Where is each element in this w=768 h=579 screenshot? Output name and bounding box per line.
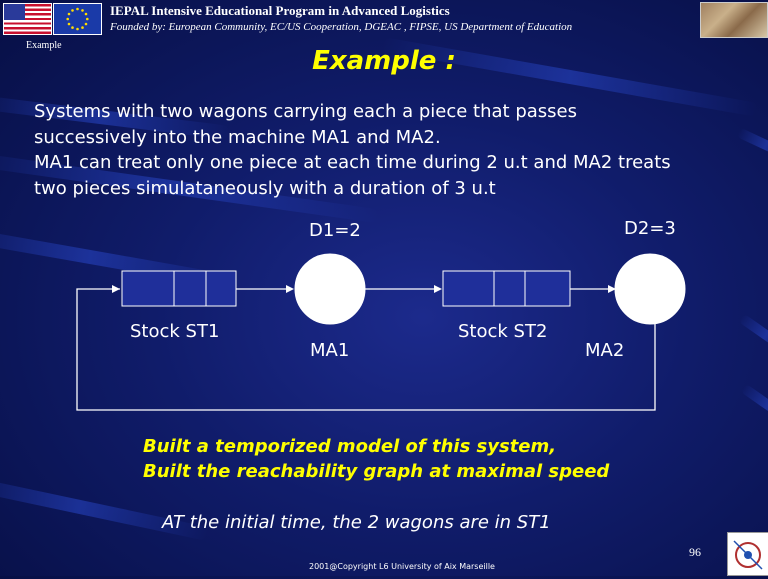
stock-st1-box: [121, 270, 237, 307]
slide-title: Example :: [312, 46, 456, 76]
stock-st2-label: Stock ST2: [458, 321, 548, 342]
description-line: two pieces simulataneously with a durati…: [34, 177, 496, 199]
machine-ma1-label: MA1: [310, 340, 350, 361]
duration-d2-label: D2=3: [624, 218, 676, 239]
machine-ma2: [614, 253, 686, 325]
university-logo-icon: [727, 532, 768, 576]
stock-st1-label: Stock ST1: [130, 321, 220, 342]
stock-st2-box: [442, 270, 571, 307]
eu-flag-icon: [53, 3, 102, 35]
us-flag-icon: [3, 3, 52, 35]
description-line: successively into the machine MA1 and MA…: [34, 126, 441, 148]
return-loop-line: [76, 288, 656, 411]
description-line: Systems with two wagons carrying each a …: [34, 101, 577, 122]
arrow-head: [112, 285, 120, 293]
city-photo: [700, 2, 768, 38]
copyright: 2001@Copyright L6 University of Aix Mars…: [309, 562, 495, 571]
problem-description: Systems with two wagons carrying each a …: [34, 99, 749, 201]
description-line: MA1 can treat only one piece at each tim…: [34, 152, 671, 173]
duration-d1-label: D1=2: [309, 220, 361, 241]
header-subtitle: Founded by: European Community, EC/US Co…: [110, 21, 573, 33]
machine-ma2-label: MA2: [585, 340, 625, 361]
section-label: Example: [26, 40, 62, 51]
page-number: 96: [689, 545, 701, 559]
task-line: Built a temporized model of this system,: [143, 436, 557, 457]
task-line: Built the reachability graph at maximal …: [143, 461, 610, 482]
header-title: IEPAL Intensive Educational Program in A…: [110, 3, 450, 18]
machine-ma1: [294, 253, 366, 325]
initial-state-note: AT the initial time, the 2 wagons are in…: [162, 512, 551, 533]
